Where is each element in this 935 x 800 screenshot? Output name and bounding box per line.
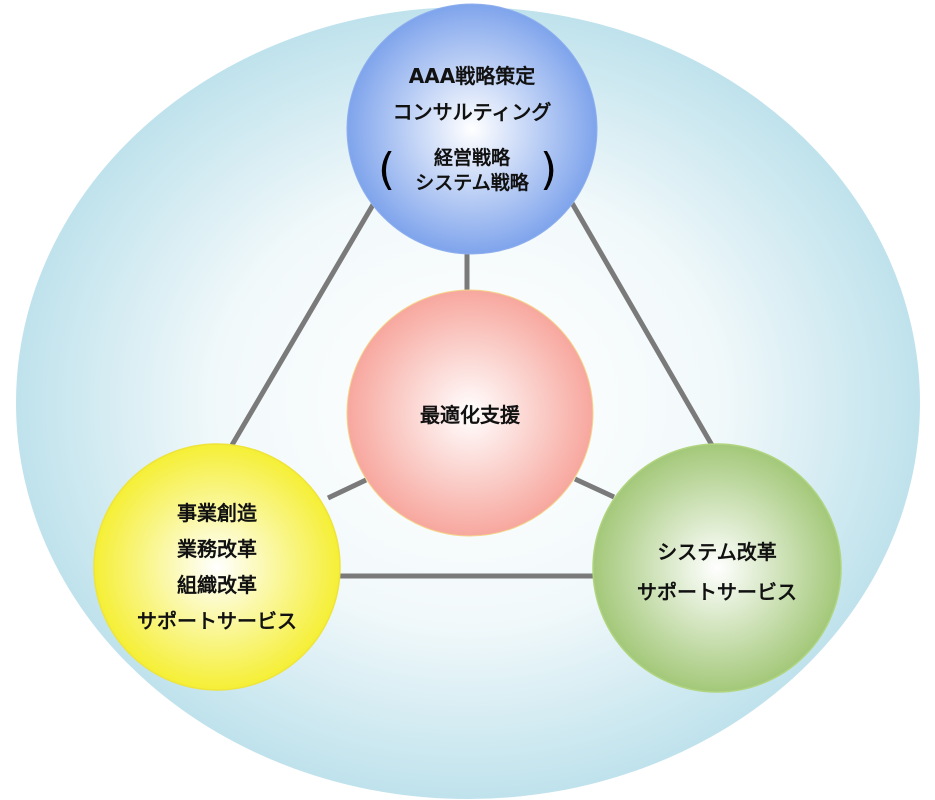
right-node-line: システム改革 bbox=[657, 540, 777, 564]
connector-center-right bbox=[573, 476, 616, 500]
right-node-label: システム改革 サポートサービス bbox=[597, 532, 837, 612]
connector-top-left bbox=[229, 201, 377, 447]
connector-center-left bbox=[326, 477, 368, 501]
top-node-label: AAA戦略策定 コンサルティング bbox=[352, 58, 592, 130]
center-node-label: 最適化支援 bbox=[420, 403, 520, 427]
top-node-circle bbox=[346, 3, 598, 255]
center-node-circle bbox=[346, 289, 594, 537]
left-node-line: サポートサービス bbox=[137, 609, 297, 633]
left-node-label: 事業創造 業務改革 組織改革 サポートサービス bbox=[97, 495, 337, 639]
connector-lines bbox=[229, 201, 716, 579]
paren-close: ) bbox=[540, 144, 558, 195]
top-node-sub: 経営戦略 システム戦略 bbox=[372, 146, 572, 196]
top-node-sub1: 経営戦略 bbox=[433, 147, 510, 169]
left-node-line: 業務改革 bbox=[177, 537, 257, 561]
top-node-line2: コンサルティング bbox=[392, 100, 552, 124]
left-node-circle bbox=[93, 443, 341, 691]
top-node-sub2: システム戦略 bbox=[415, 172, 529, 194]
top-node-line1: AAA戦略策定 bbox=[408, 64, 536, 88]
right-node-line: サポートサービス bbox=[637, 580, 797, 604]
right-node-circle bbox=[592, 443, 842, 693]
paren-open: ( bbox=[378, 144, 396, 195]
left-node-line: 組織改革 bbox=[177, 573, 257, 597]
left-node-line: 事業創造 bbox=[177, 501, 257, 525]
connector-top-right bbox=[569, 201, 716, 449]
